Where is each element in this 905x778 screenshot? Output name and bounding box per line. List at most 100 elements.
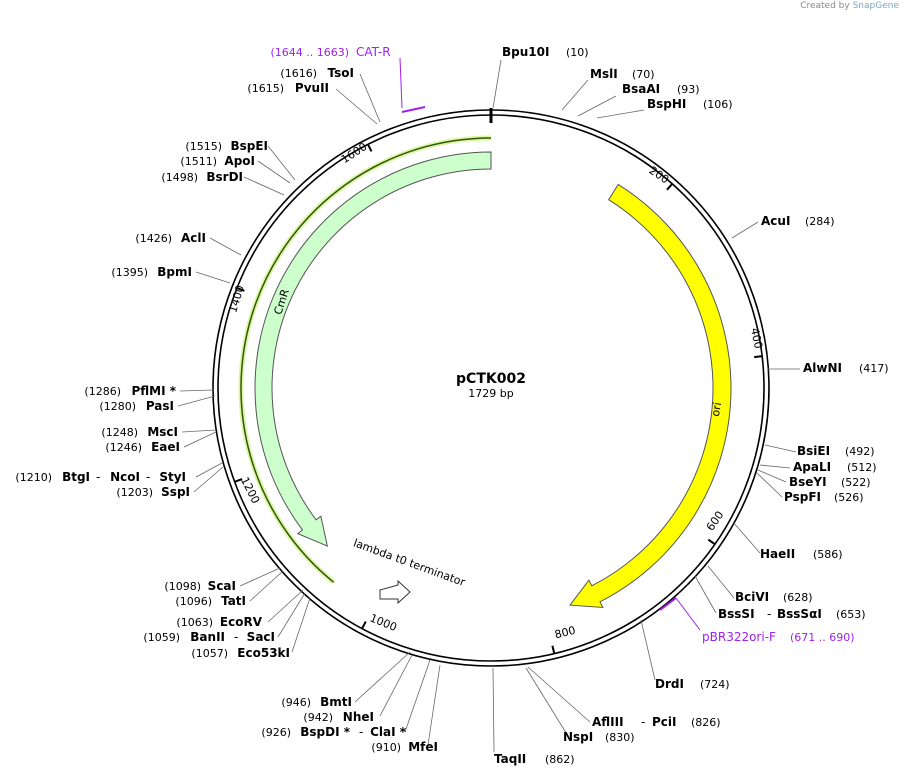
cat-r-primer-name[interactable]: CAT-R bbox=[356, 45, 391, 59]
site-bsiei-pos: (492) bbox=[845, 445, 875, 458]
site-sspi[interactable]: SspI bbox=[161, 485, 190, 499]
cat-r-primer-position: (1644 .. 1663) bbox=[270, 46, 349, 59]
site-bsiei[interactable]: BsiEI bbox=[797, 444, 830, 458]
cmr-orf-line-core bbox=[240, 137, 492, 583]
site-nhei-pos: (942) bbox=[303, 711, 333, 724]
terminator-arrow-icon[interactable] bbox=[379, 579, 411, 605]
site-bspei[interactable]: BspEI bbox=[230, 139, 268, 153]
site-eaei[interactable]: EaeI bbox=[151, 440, 180, 454]
site-bsphi-pos: (106) bbox=[703, 98, 733, 111]
pbr322-primer-mark[interactable] bbox=[659, 597, 677, 611]
tick-marks bbox=[234, 143, 763, 654]
site-bspdi[interactable]: BspDI * bbox=[300, 725, 350, 739]
site-clai[interactable]: ClaI * bbox=[370, 725, 407, 739]
site-haeii-pos: (586) bbox=[813, 548, 843, 561]
ori-feature-arrow[interactable] bbox=[569, 183, 732, 609]
site-bsaai[interactable]: BsaAI bbox=[622, 82, 660, 96]
tick-mark bbox=[367, 143, 373, 152]
site-apoi[interactable]: ApoI bbox=[224, 154, 255, 168]
site-tsoi[interactable]: TsoI bbox=[328, 66, 354, 80]
site-mfei[interactable]: MfeI bbox=[408, 740, 438, 754]
pbr322-primer-position: (671 .. 690) bbox=[790, 631, 855, 644]
snapgene-credit: Created by SnapGene bbox=[800, 1, 899, 11]
site-bseyi[interactable]: BseYI bbox=[789, 475, 827, 489]
site-bsssi-separator: - bbox=[767, 607, 771, 621]
site-bpmi-pos: (1395) bbox=[111, 266, 148, 279]
site-pvuii[interactable]: PvuII bbox=[295, 81, 329, 95]
site-sspi-pos: (1203) bbox=[116, 486, 153, 499]
site-afliii[interactable]: AflIII bbox=[592, 715, 624, 729]
site-bspdi-pos: (926) bbox=[261, 726, 291, 739]
site-tati-pos: (1096) bbox=[175, 595, 212, 608]
site-bpu10i-pos: (10) bbox=[566, 46, 589, 59]
site-alwni[interactable]: AlwNI bbox=[803, 361, 842, 375]
tick-label-1400: 1400 bbox=[226, 284, 247, 315]
ori-label: ori bbox=[709, 401, 724, 417]
site-msli[interactable]: MslI bbox=[590, 67, 618, 81]
site-pflmi-pos: (1286) bbox=[84, 385, 121, 398]
site-acui[interactable]: AcuI bbox=[761, 214, 790, 228]
terminator-label: lambda t0 terminator bbox=[352, 536, 468, 589]
tick-mark bbox=[236, 287, 245, 292]
site-bseyi-pos: (522) bbox=[841, 476, 871, 489]
site-bsrdi[interactable]: BsrDI bbox=[206, 170, 243, 184]
site-pcii[interactable]: PciI bbox=[652, 715, 677, 729]
site-connectors bbox=[177, 59, 800, 753]
site-bpu10i[interactable]: Bpu10I bbox=[502, 45, 549, 59]
site-btgi[interactable]: BtgI bbox=[62, 470, 90, 484]
site-bsphi[interactable]: BspHI bbox=[647, 97, 686, 111]
credit-prefix: Created by bbox=[800, 1, 850, 11]
site-acli[interactable]: AclI bbox=[181, 231, 206, 245]
cmr-feature-arrow[interactable] bbox=[254, 151, 492, 547]
site-saci[interactable]: SacI bbox=[247, 630, 275, 644]
site-bsaai-pos: (93) bbox=[677, 83, 700, 96]
site-tsoi-pos: (1616) bbox=[280, 67, 317, 80]
site-ncoi[interactable]: NcoI bbox=[110, 470, 140, 484]
site-bsssai[interactable]: BssSαI bbox=[777, 607, 822, 621]
tick-mark bbox=[666, 183, 673, 191]
site-ecorv-pos: (1063) bbox=[176, 616, 213, 629]
tick-mark bbox=[754, 355, 763, 359]
site-apali[interactable]: ApaLI bbox=[793, 460, 831, 474]
tick-label-800: 800 bbox=[553, 624, 577, 642]
site-bspei-pos: (1515) bbox=[185, 140, 222, 153]
site-ncoi-separator: - bbox=[146, 470, 150, 484]
site-pflmi[interactable]: PflMI * bbox=[131, 384, 176, 398]
site-tati[interactable]: TatI bbox=[221, 594, 246, 608]
site-bsssi-pos: (653) bbox=[836, 608, 866, 621]
site-alwni-pos: (417) bbox=[859, 362, 889, 375]
site-msli-pos: (70) bbox=[632, 68, 655, 81]
site-bsssi[interactable]: BssSI bbox=[718, 607, 755, 621]
tick-label-1000: 1000 bbox=[368, 611, 399, 634]
tick-mark bbox=[234, 478, 243, 483]
tick-mark bbox=[361, 621, 367, 630]
site-mfei-pos: (910) bbox=[371, 741, 401, 754]
tick-label-400: 400 bbox=[748, 327, 765, 350]
site-drdi-pos: (724) bbox=[700, 678, 730, 691]
tick-mark bbox=[551, 645, 556, 654]
plasmid-length: 1729 bp bbox=[468, 387, 513, 400]
site-pspfi[interactable]: PspFI bbox=[784, 490, 821, 504]
cat-r-primer-mark[interactable] bbox=[401, 106, 426, 113]
site-taqii-pos: (862) bbox=[545, 753, 575, 766]
site-bcivi[interactable]: BciVI bbox=[735, 590, 769, 604]
site-afliii-pos: (826) bbox=[691, 716, 721, 729]
site-pasi[interactable]: PasI bbox=[146, 399, 174, 413]
pbr322-primer-name[interactable]: pBR322ori-F bbox=[702, 630, 776, 644]
site-nspi[interactable]: NspI bbox=[563, 730, 593, 744]
site-drdi[interactable]: DrdI bbox=[655, 677, 684, 691]
site-msci[interactable]: MscI bbox=[147, 425, 178, 439]
site-acui-pos: (284) bbox=[805, 215, 835, 228]
site-haeii[interactable]: HaeII bbox=[760, 547, 795, 561]
site-scai[interactable]: ScaI bbox=[208, 579, 236, 593]
site-eco53ki[interactable]: Eco53kI bbox=[237, 646, 290, 660]
site-banii[interactable]: BanII bbox=[190, 630, 225, 644]
site-bmti[interactable]: BmtI bbox=[320, 695, 352, 709]
site-styi[interactable]: StyI bbox=[159, 470, 186, 484]
site-nhei[interactable]: NheI bbox=[343, 710, 374, 724]
site-taqii[interactable]: TaqII bbox=[494, 752, 526, 766]
site-bpmi[interactable]: BpmI bbox=[157, 265, 192, 279]
site-ecorv[interactable]: EcoRV bbox=[220, 615, 263, 629]
site-bcivi-pos: (628) bbox=[783, 591, 813, 604]
site-pvuii-pos: (1615) bbox=[247, 82, 284, 95]
